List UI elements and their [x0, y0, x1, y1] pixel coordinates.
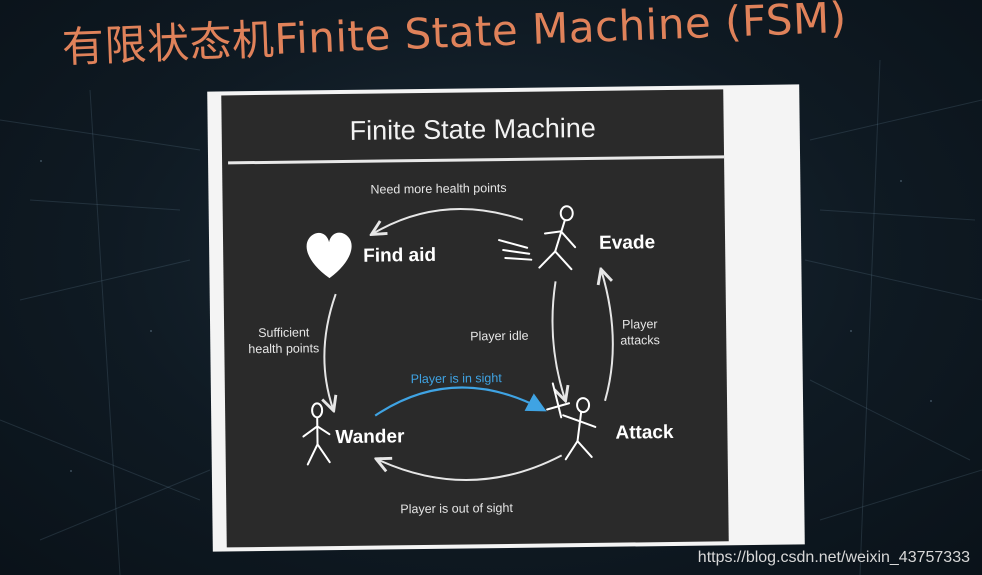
- arrow-wander-to-attack: [374, 386, 547, 417]
- label-attack-to-evade-line1: Player: [622, 317, 658, 331]
- arrow-attack-to-evade: [601, 271, 614, 402]
- label-attack-to-evade-line2: attacks: [620, 333, 660, 347]
- source-watermark: https://blog.csdn.net/weixin_43757333: [697, 549, 970, 566]
- label-wander-to-attack: Player is in sight: [411, 371, 503, 386]
- state-find-aid: Find aid: [363, 245, 436, 267]
- state-attack: Attack: [615, 422, 674, 444]
- slide-canvas: Finite State Machine: [221, 89, 729, 548]
- heart-icon: [306, 232, 352, 279]
- label-evade-to-attack: Player idle: [470, 329, 529, 344]
- state-evade: Evade: [599, 232, 655, 254]
- label-attack-to-wander: Player is out of sight: [400, 501, 513, 516]
- fsm-diagram: Find aid Evade Wander Attack Need more h…: [248, 181, 674, 516]
- running-stick-figure-icon: [498, 205, 577, 271]
- state-wander: Wander: [335, 426, 405, 448]
- walking-stick-figure-icon: [302, 402, 331, 466]
- sword-stick-figure-icon: [546, 382, 597, 461]
- label-evade-to-find-aid: Need more health points: [370, 181, 506, 197]
- label-find-aid-to-wander-line2: health points: [248, 341, 319, 356]
- label-find-aid-to-wander-line1: Sufficient: [258, 325, 310, 340]
- arrow-find-aid-to-wander: [324, 293, 338, 409]
- arrow-attack-to-wander: [378, 454, 563, 481]
- arrow-evade-to-find-aid: [373, 208, 524, 233]
- arrow-evade-to-attack: [551, 281, 565, 399]
- fsm-slide: Finite State Machine: [207, 84, 805, 552]
